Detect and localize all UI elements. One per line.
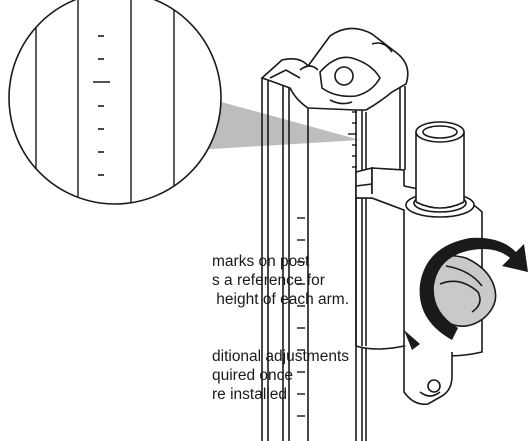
caption-reference-marks: marks on post s a reference for height o…	[212, 252, 349, 309]
post-tick-marks	[297, 111, 357, 417]
caption-line: re installed.	[212, 386, 292, 403]
caption-line: ditional adjustments	[212, 348, 349, 365]
zoom-tick-marks	[93, 35, 110, 176]
lower-bracket	[403, 346, 453, 406]
caption-adjustments: ditional adjustments quired once re inst…	[212, 347, 349, 404]
curved-double-arrow-icon	[404, 237, 528, 350]
caption-line: marks on post	[212, 253, 310, 270]
post	[261, 78, 406, 441]
caption-line: s a reference for	[212, 272, 325, 289]
post-top-profile	[260, 27, 409, 111]
callout-wedge	[196, 95, 360, 150]
caption-line: quired once	[212, 367, 294, 384]
caption-line: height of each arm.	[212, 291, 349, 308]
clamp-cylinder	[405, 121, 475, 218]
zoom-callout	[8, 0, 222, 205]
